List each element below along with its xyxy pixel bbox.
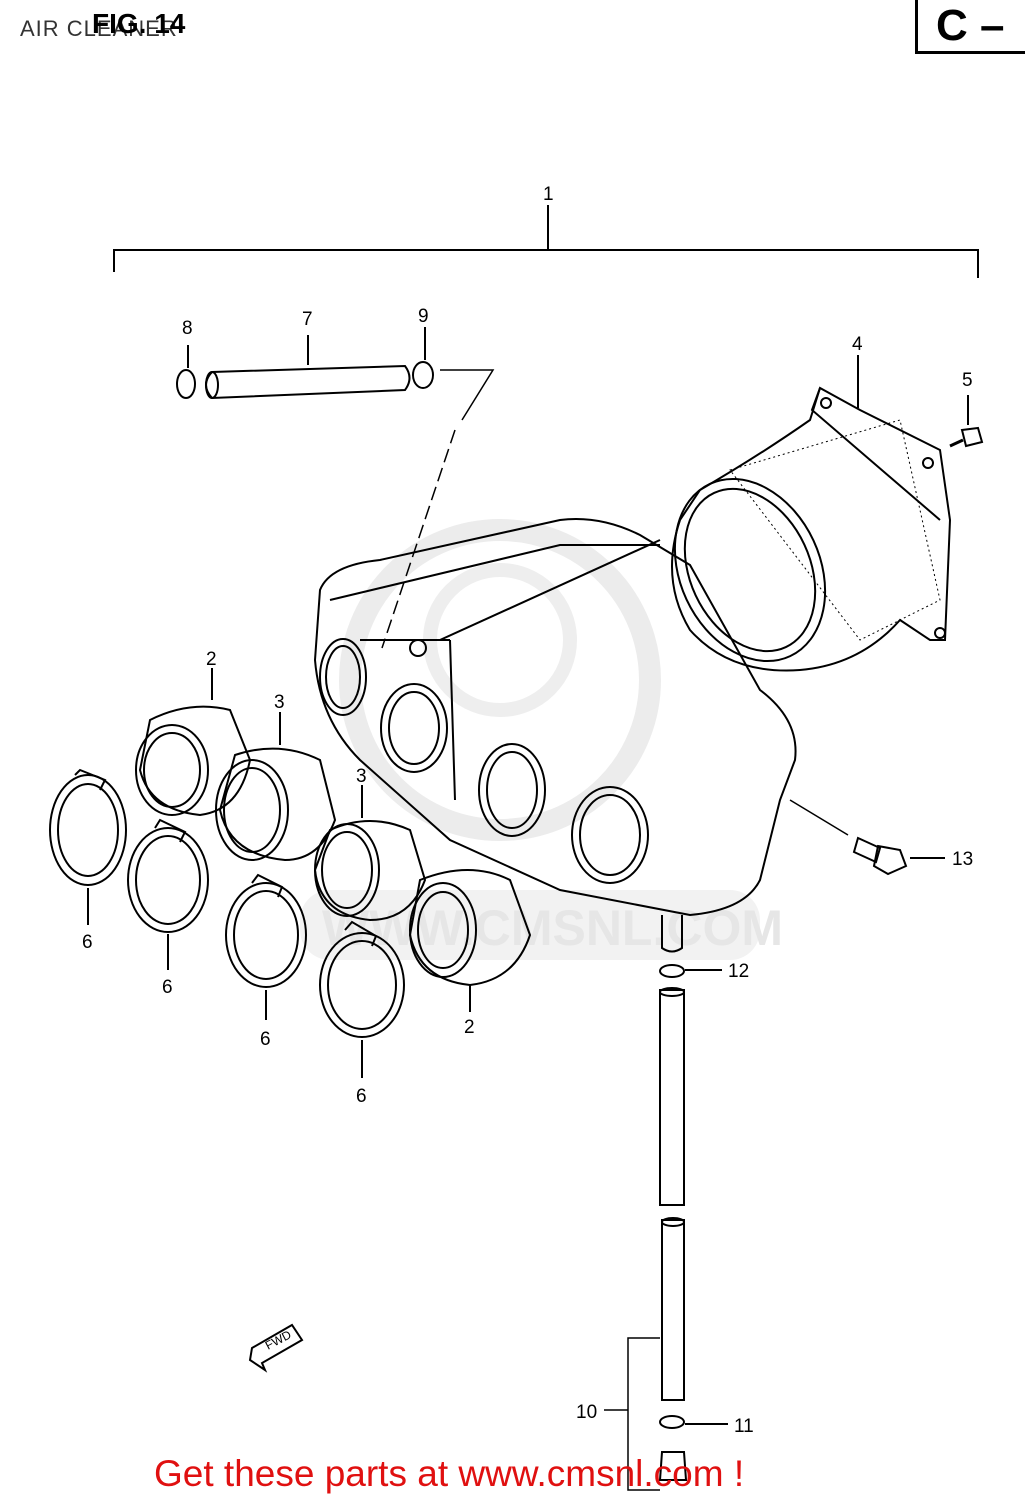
callout-11: 11 bbox=[734, 1416, 754, 1437]
fwd-label: FWD bbox=[263, 1327, 294, 1352]
callout-3b: 3 bbox=[356, 766, 367, 787]
filter-element bbox=[671, 355, 952, 672]
callout-2a: 2 bbox=[206, 649, 217, 670]
forward-arrow: FWD bbox=[248, 1323, 304, 1373]
callout-6a: 6 bbox=[82, 932, 93, 953]
figure-number: FIG. 14 bbox=[92, 8, 186, 39]
section-marker: C – bbox=[915, 0, 1025, 54]
callout-6d: 6 bbox=[356, 1086, 367, 1107]
callout-4: 4 bbox=[852, 334, 863, 355]
callout-10: 10 bbox=[576, 1402, 597, 1423]
hose-clamps bbox=[49, 768, 405, 1078]
callout-6c: 6 bbox=[260, 1029, 271, 1050]
breather-hose-group bbox=[176, 327, 495, 649]
diagram-title: AIR CLEANER bbox=[20, 16, 178, 41]
callout-1: 1 bbox=[543, 184, 554, 205]
callout-2b: 2 bbox=[464, 1017, 475, 1038]
callout-12: 12 bbox=[728, 961, 749, 982]
callout-5: 5 bbox=[962, 370, 973, 391]
screw-5 bbox=[949, 395, 984, 448]
buy-parts-link[interactable]: Get these parts at www.cmsnl.com ! bbox=[154, 1453, 745, 1494]
intake-joints bbox=[135, 668, 532, 1012]
callout-3a: 3 bbox=[274, 692, 285, 713]
callout-labels: 1 2 2 3 3 4 5 6 6 6 6 7 8 9 10 11 12 13 bbox=[82, 184, 973, 1437]
watermark-text: WWW.CMSNL.COM bbox=[322, 900, 783, 956]
bolt-13 bbox=[789, 799, 945, 876]
drain-parts bbox=[604, 964, 728, 1491]
air-cleaner-case bbox=[313, 518, 797, 953]
callout-6b: 6 bbox=[162, 977, 173, 998]
callout-7: 7 bbox=[302, 309, 313, 330]
callout-13: 13 bbox=[952, 849, 973, 870]
callout-8: 8 bbox=[182, 318, 193, 339]
assembly-bracket bbox=[113, 205, 979, 278]
callout-9: 9 bbox=[418, 306, 429, 327]
